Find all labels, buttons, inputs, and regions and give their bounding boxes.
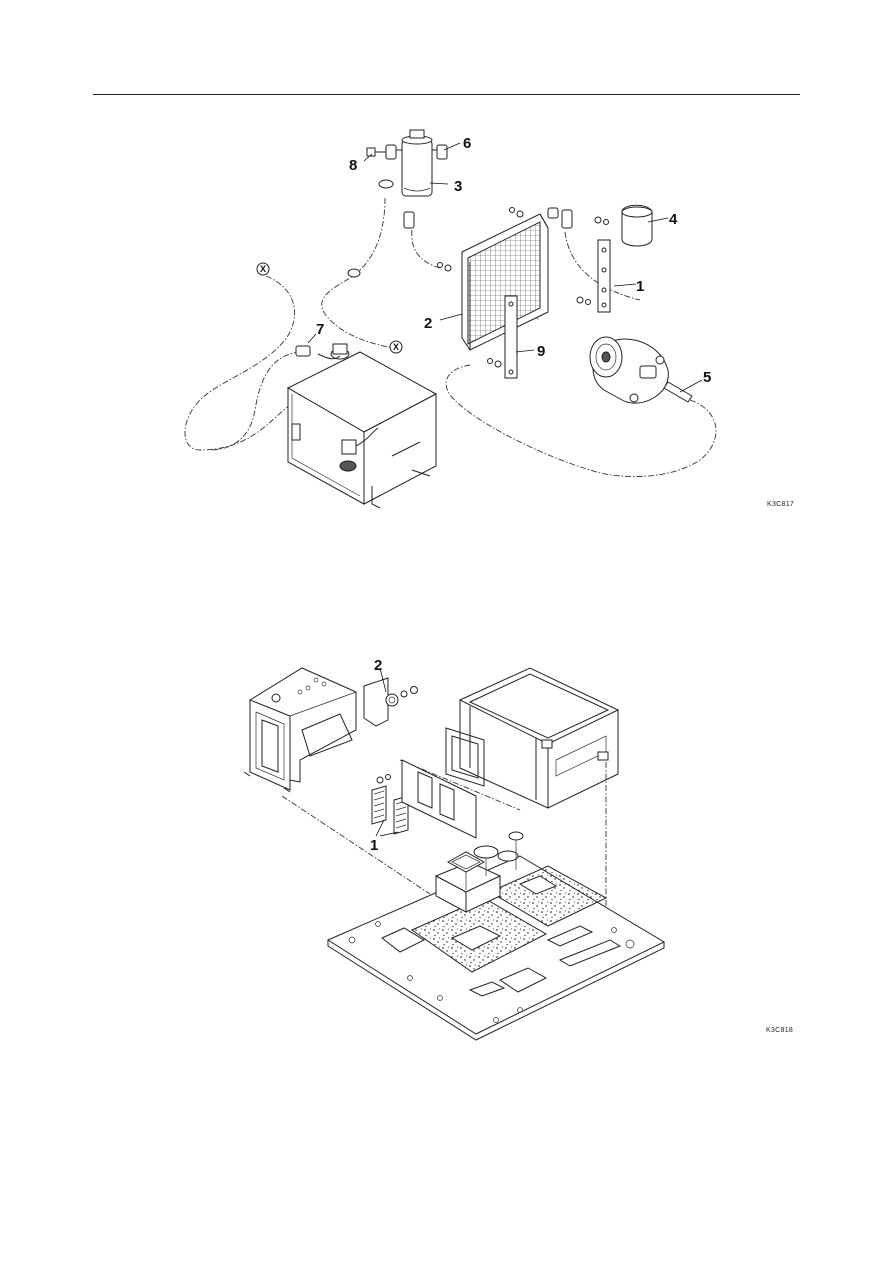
compressor xyxy=(589,336,693,404)
callout-9: 9 xyxy=(537,343,545,360)
heater-cover xyxy=(243,667,357,793)
evaporator-unit xyxy=(286,343,438,509)
floor-plate xyxy=(326,855,666,1041)
callout-5: 5 xyxy=(703,369,711,386)
figure-ref-bottom: K3C818 xyxy=(766,1027,794,1034)
hose-receiver-to-condenser xyxy=(411,229,441,269)
hose-compressor-loop xyxy=(445,364,717,477)
assembly-line-filter xyxy=(399,759,521,811)
filters xyxy=(371,774,409,835)
hose-condenser-to-compressor xyxy=(564,231,641,301)
connector-mark-x-2: X xyxy=(389,340,403,354)
callout-6: 6 xyxy=(463,135,471,152)
connector-mark-x-2-label: X xyxy=(393,342,399,352)
condenser xyxy=(437,207,573,379)
callout-8: 8 xyxy=(349,157,357,174)
assembly-line-left xyxy=(281,795,431,895)
heater-frame xyxy=(458,667,620,809)
hose-x-left xyxy=(184,275,296,451)
gaskets-and-caps xyxy=(446,831,524,890)
header-rule xyxy=(93,94,800,95)
callout-1-bottom: 1 xyxy=(370,837,378,854)
figure-ref-top: K3C817 xyxy=(767,501,795,508)
receiver-drier xyxy=(347,129,448,278)
hose-receiver-to-x xyxy=(321,197,393,349)
bracket-and-holder xyxy=(576,204,653,313)
cab-floor-exploded-diagram: 2 1 xyxy=(243,657,666,1041)
callout-2: 2 xyxy=(424,315,432,332)
connector-mark-x-1: X xyxy=(256,262,270,276)
callout-2-bottom: 2 xyxy=(374,657,382,674)
callout-1: 1 xyxy=(636,278,644,295)
hose-evap xyxy=(209,351,301,451)
aircon-piping-diagram: X X 1 2 3 4 5 6 7 8 9 xyxy=(184,129,717,509)
cover-plate xyxy=(363,677,418,727)
callout-4: 4 xyxy=(669,211,678,228)
duct-panel xyxy=(401,727,485,839)
callout-7: 7 xyxy=(316,321,324,338)
callout-3: 3 xyxy=(454,178,462,195)
connector-mark-x-1-label: X xyxy=(260,264,266,274)
